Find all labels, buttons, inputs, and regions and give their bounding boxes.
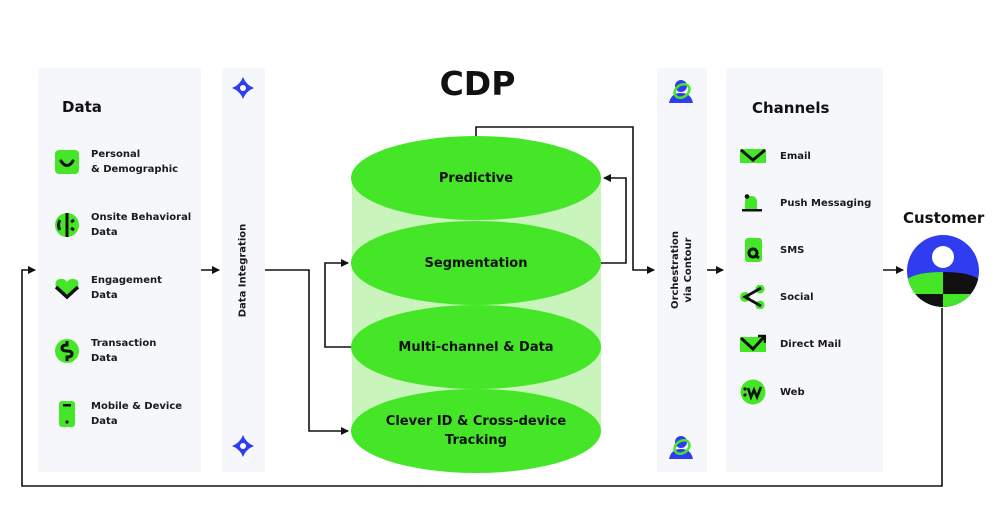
- channels-panel-title: Channels: [752, 99, 830, 117]
- contour-icon: [669, 436, 693, 459]
- layer-label-multichannel: Multi-channel & Data: [398, 340, 554, 355]
- channel-item-social: Social: [740, 285, 814, 309]
- cdp-title: CDP: [439, 64, 516, 103]
- data-item-label: Personal& Demographic: [91, 149, 179, 175]
- channel-item-web: Web: [740, 379, 805, 405]
- dollar-icon: [55, 339, 79, 363]
- push-icon: [742, 194, 762, 212]
- layer-label-segmentation: Segmentation: [424, 256, 528, 271]
- channel-label: Social: [780, 291, 814, 303]
- mobile-icon: [59, 401, 75, 427]
- cylinder-layer-segmentation: [351, 221, 601, 305]
- integration-icon: [232, 77, 254, 99]
- email-icon: [740, 148, 766, 163]
- line-integration-to-cdp: [265, 269, 349, 435]
- layer-label-predictive: Predictive: [438, 171, 514, 186]
- channel-label: Email: [780, 150, 811, 162]
- sms-icon: [745, 238, 762, 262]
- channel-item-direct-mail: Direct Mail: [740, 334, 841, 354]
- data-item-personal: Personal& Demographic: [54, 147, 178, 177]
- channel-item-email: Email: [740, 146, 811, 166]
- channels-panel: [726, 68, 883, 472]
- customer-label: Customer: [903, 209, 985, 227]
- line-cdp-to-orchestration: [475, 126, 655, 274]
- heart-icon: [54, 278, 80, 300]
- integration-icon: [232, 435, 254, 457]
- data-integration-panel: [222, 68, 265, 472]
- customer-avatar-icon: [907, 235, 979, 307]
- web-icon: [740, 379, 766, 405]
- data-panel-title: Data: [62, 98, 102, 116]
- smile-icon: [55, 150, 79, 174]
- loop-multichannel-to-segmentation: [324, 259, 352, 348]
- cylinder-layer-multichannel: [351, 305, 601, 389]
- behavior-icon: [55, 213, 79, 237]
- direct-mail-icon: [740, 334, 766, 352]
- cylinder-layer-clever-id: [351, 389, 601, 473]
- channel-label: Web: [780, 386, 805, 398]
- channel-label: Direct Mail: [780, 338, 842, 350]
- cylinder-layer-predictive: [351, 136, 601, 220]
- channel-label: Push Messaging: [780, 197, 872, 209]
- loop-segmentation-to-predictive: [601, 174, 627, 264]
- channel-item-push: Push Messaging: [740, 193, 871, 213]
- contour-icon: [669, 80, 693, 103]
- feedback-loop-customer-to-data: [21, 266, 943, 487]
- channel-item-sms: SMS: [740, 238, 804, 262]
- orchestration-panel: [657, 68, 707, 472]
- social-icon: [740, 285, 765, 309]
- channel-label: SMS: [780, 244, 805, 256]
